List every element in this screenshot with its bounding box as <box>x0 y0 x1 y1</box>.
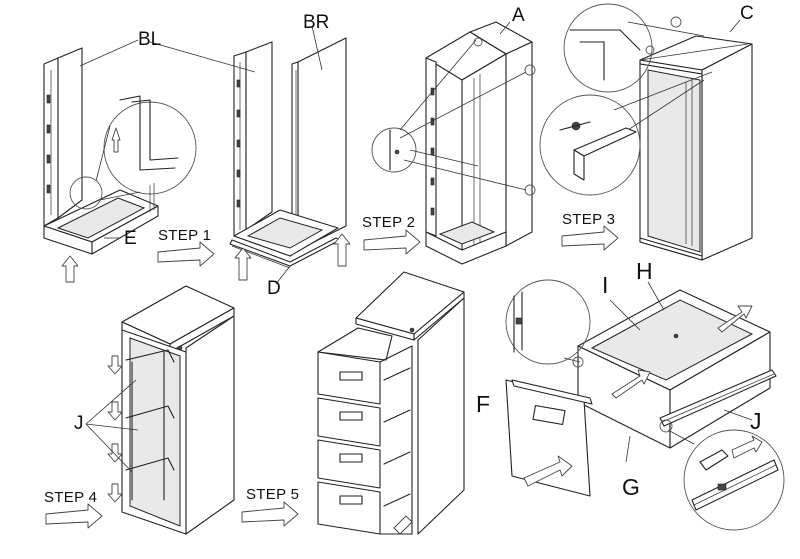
drawer-fronts <box>317 351 381 535</box>
panel-7-drawer-detail <box>505 279 785 531</box>
label-g: G <box>622 474 640 500</box>
panel-2-right-side-assembly <box>149 25 351 285</box>
panel-6-drawers-installed <box>317 271 465 535</box>
step-arrows <box>45 225 619 529</box>
step-1-label: STEP 1 <box>158 227 212 244</box>
step-4-label: STEP 4 <box>44 489 98 506</box>
panel-1-left-side-assembly <box>43 39 197 283</box>
label-d: D <box>267 278 281 299</box>
label-j-left: J <box>74 413 84 434</box>
label-br: BR <box>303 12 330 33</box>
step-3-label: STEP 3 <box>562 211 616 228</box>
label-i: I <box>602 272 609 298</box>
label-e: E <box>124 228 137 249</box>
step-2-label: STEP 2 <box>362 214 416 231</box>
label-c: C <box>740 3 754 24</box>
panel-5-rails-assembly <box>85 285 235 535</box>
label-a: A <box>512 5 525 26</box>
label-f: F <box>476 391 491 417</box>
label-bl: BL <box>138 29 162 50</box>
panel-3-top-assembly <box>371 21 536 265</box>
label-j-right: J <box>750 408 762 434</box>
panel-4-back-assembly <box>539 3 753 261</box>
label-h: H <box>636 258 653 284</box>
step-5-label: STEP 5 <box>246 486 300 503</box>
